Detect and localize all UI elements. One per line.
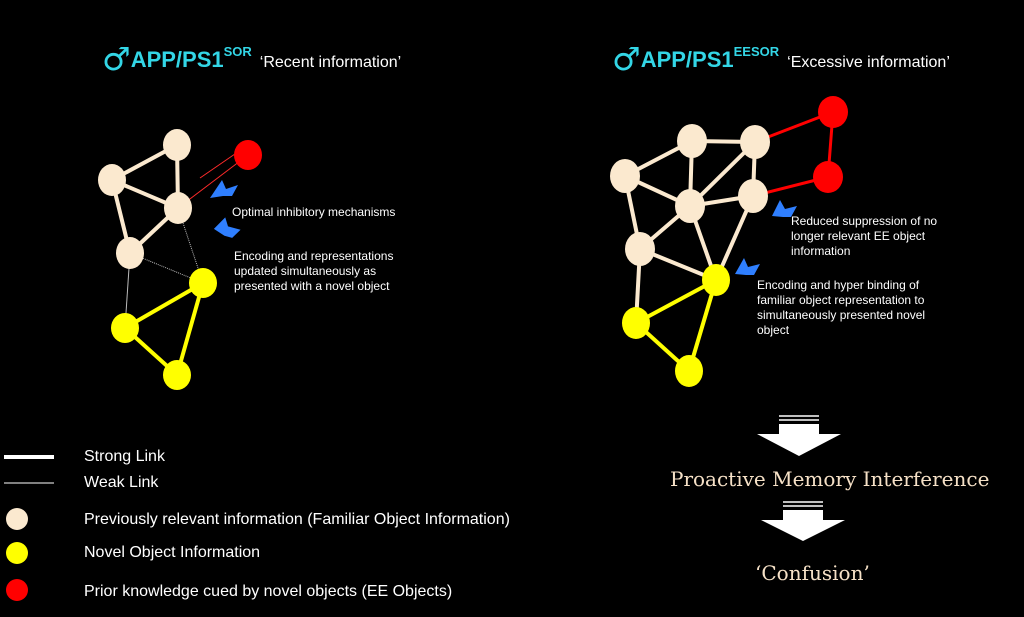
male-symbol-icon: ♂ bbox=[612, 40, 641, 78]
condition-subtitle: ‘Excessive information’ bbox=[787, 54, 950, 71]
novel-node bbox=[675, 355, 703, 387]
familiar-node bbox=[738, 179, 768, 213]
condition-subtitle: ‘Recent information’ bbox=[259, 54, 402, 71]
note-right-encoding: Encoding and hyper binding of familiar o… bbox=[757, 278, 926, 337]
familiar-node bbox=[740, 125, 770, 159]
novel-node bbox=[111, 313, 139, 343]
legend-ee: Prior knowledge cued by novel objects (E… bbox=[84, 583, 453, 600]
legend-ee-dot bbox=[6, 579, 28, 601]
ee-node bbox=[818, 96, 848, 128]
legend-strong-link: Strong Link bbox=[84, 448, 165, 465]
ee-node bbox=[234, 140, 262, 170]
legend-novel-dot bbox=[6, 542, 28, 564]
pointer-arrow-icon bbox=[772, 200, 797, 217]
novel-node bbox=[622, 307, 650, 339]
outcome-interference: Proactive Memory Interference bbox=[670, 467, 990, 491]
outcome-confusion: ‘Confusion’ bbox=[755, 561, 870, 585]
note-suppression: Reduced suppression of no longer relevan… bbox=[791, 214, 938, 258]
right-title: ♂APP/PS1EESOR ‘Excessive information’ bbox=[612, 40, 950, 78]
strain-label: APP/PS1SOR bbox=[130, 43, 252, 72]
flow-arrow-2 bbox=[761, 501, 845, 541]
note-left-encoding: Encoding and representations updated sim… bbox=[234, 249, 394, 293]
familiar-node bbox=[164, 192, 192, 224]
right-network bbox=[610, 96, 848, 387]
familiar-node bbox=[98, 164, 126, 196]
pointer-arrow-icon bbox=[210, 180, 238, 198]
familiar-node bbox=[675, 189, 705, 223]
note-inhibitory: Optimal inhibitory mechanisms bbox=[232, 205, 396, 219]
left-network bbox=[98, 129, 262, 390]
ee-node bbox=[813, 161, 843, 193]
pointer-arrow-icon bbox=[735, 258, 760, 275]
legend-familiar-dot bbox=[6, 508, 28, 530]
pointer-arrow-icon bbox=[213, 217, 241, 238]
novel-node bbox=[163, 360, 191, 390]
familiar-node bbox=[116, 237, 144, 269]
blue-arrows bbox=[210, 180, 797, 275]
down-arrow-icon bbox=[757, 424, 841, 456]
novel-node bbox=[702, 264, 730, 296]
familiar-node bbox=[625, 232, 655, 266]
left-title: ♂APP/PS1SOR ‘Recent information’ bbox=[102, 40, 401, 78]
familiar-node bbox=[163, 129, 191, 161]
legend-weak-link: Weak Link bbox=[84, 474, 159, 491]
legend-novel: Novel Object Information bbox=[84, 544, 261, 561]
legend-familiar: Previously relevant information (Familia… bbox=[84, 511, 510, 528]
male-symbol-icon: ♂ bbox=[102, 40, 131, 78]
novel-node bbox=[189, 268, 217, 298]
familiar-node bbox=[677, 124, 707, 158]
familiar-node bbox=[610, 159, 640, 193]
flow-arrow-1 bbox=[757, 415, 841, 456]
down-arrow-icon bbox=[761, 510, 845, 541]
strain-label: APP/PS1EESOR bbox=[640, 43, 780, 72]
